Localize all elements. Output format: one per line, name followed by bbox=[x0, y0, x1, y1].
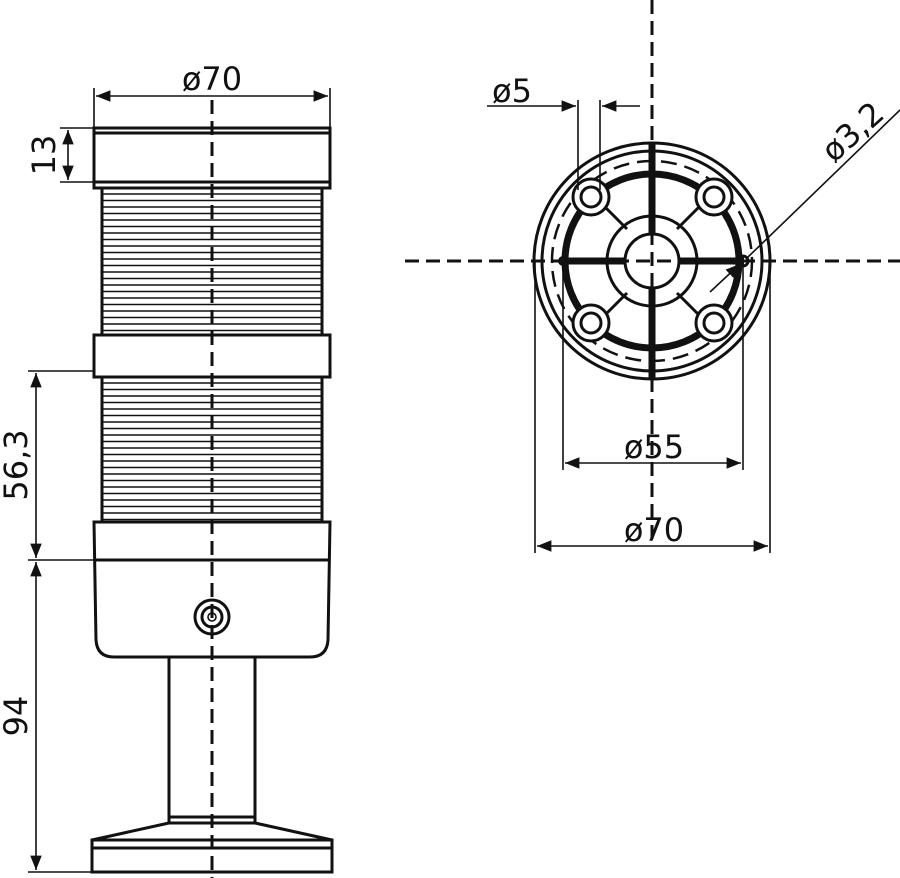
dim-label: ø5 bbox=[492, 72, 532, 110]
dimension-base-height: 94 bbox=[0, 562, 92, 873]
dimension-outer: ø70 bbox=[534, 261, 771, 553]
top-cap bbox=[92, 126, 332, 190]
dimension-module-height: 56,3 bbox=[0, 370, 94, 561]
dim-label: ø55 bbox=[624, 428, 684, 466]
dim-label: 13 bbox=[25, 135, 63, 176]
dim-label: 94 bbox=[0, 696, 35, 737]
dimension-bolt-circle: ø55 bbox=[562, 266, 744, 470]
dim-label: 56,3 bbox=[0, 429, 35, 500]
mounting-holes bbox=[558, 177, 750, 343]
dim-label: ø70 bbox=[624, 511, 684, 549]
dim-label: ø70 bbox=[182, 60, 242, 98]
dimension-cap-height: 13 bbox=[25, 127, 94, 183]
top-view: ø5 ø3,2 ø55 ø70 bbox=[405, 0, 900, 553]
base-housing bbox=[92, 520, 332, 659]
dimension-hole: ø5 bbox=[487, 72, 640, 190]
side-view: ø70 13 56,3 94 bbox=[0, 60, 334, 878]
dim-label: ø3,2 bbox=[814, 94, 892, 169]
dimension-width: ø70 bbox=[93, 60, 331, 128]
